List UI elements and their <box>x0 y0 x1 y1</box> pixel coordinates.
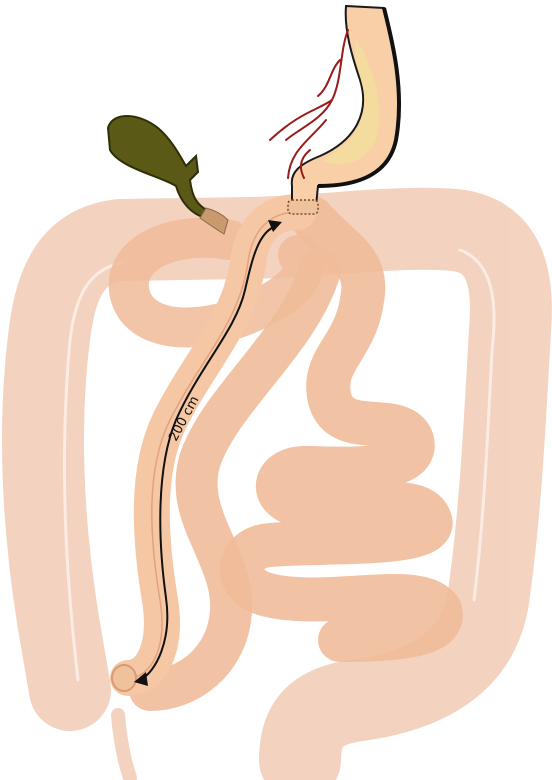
anastomosis <box>288 200 318 214</box>
appendix <box>118 715 130 778</box>
limb-end <box>112 665 136 691</box>
rectum <box>299 700 302 778</box>
stomach <box>270 6 399 214</box>
